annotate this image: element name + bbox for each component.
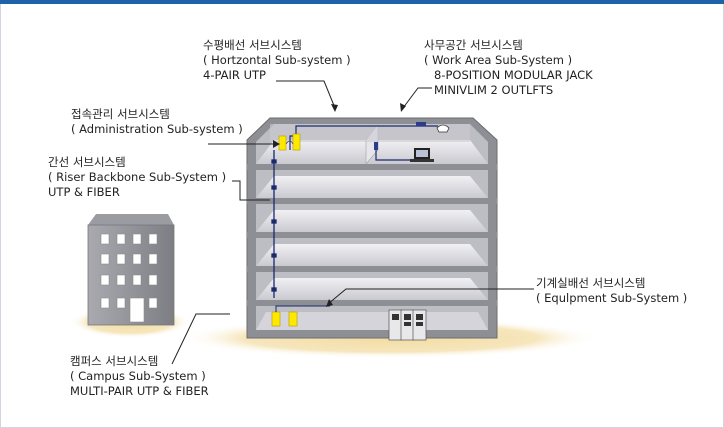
label-equipment-subsystem: 기계실배선 서브시스템 ( Equlpment Sub-System ) xyxy=(536,276,687,306)
label-campus-subsystem: 캠퍼스 서브시스템 ( Campus Sub-System ) MULTI-PA… xyxy=(70,354,209,399)
label-administration-subsystem: 접속관리 서브시스템 ( Administration Sub-system ) xyxy=(71,107,243,137)
leader-campus xyxy=(171,313,230,365)
floor-1 xyxy=(256,312,488,330)
label-horizontal-title: 수평배선 서브시스템 xyxy=(203,38,302,52)
label-work-area-title: 사무공간 서브시스템 xyxy=(424,38,523,52)
arrowheads xyxy=(273,103,406,307)
label-work-area-english: ( Work Area Sub-System ) xyxy=(424,53,573,67)
label-administration-title: 접속관리 서브시스템 xyxy=(71,107,170,121)
label-backbone-title: 간선 서브시스템 xyxy=(48,155,126,169)
label-administration-english: ( Administration Sub-system ) xyxy=(71,122,243,136)
top-floor-rooms xyxy=(270,123,470,165)
admin-panels xyxy=(278,133,301,151)
floor-4 xyxy=(256,210,488,232)
campus-building xyxy=(87,214,175,326)
label-backbone-cable: UTP & FIBER xyxy=(48,185,120,199)
label-campus-title: 캠퍼스 서브시스템 xyxy=(70,354,159,368)
label-work-area-subsystem: 사무공간 서브시스템 ( Work Area Sub-System ) 8-PO… xyxy=(424,38,593,98)
label-backbone-english: ( Riser Backbone Sub-System ) xyxy=(48,170,227,184)
leader-equipment xyxy=(327,288,534,305)
label-work-area-outlets: MINIVLIM 2 OUTLFTS xyxy=(434,83,554,97)
leader-horizontal xyxy=(276,80,336,109)
label-horizontal-english: ( Hortzontal Sub-system ) xyxy=(203,53,351,67)
top-accent-bar xyxy=(0,0,724,4)
floor-3 xyxy=(256,244,488,266)
label-equipment-english: ( Equlpment Sub-System ) xyxy=(536,291,688,305)
work-area-devices xyxy=(374,122,450,162)
riser-cable xyxy=(271,150,277,298)
label-horizontal-subsystem: 수평배선 서브시스템 ( Hortzontal Sub-system ) 4-P… xyxy=(203,38,351,83)
leader-lines xyxy=(171,80,534,365)
main-building xyxy=(246,117,498,341)
label-campus-cable: MULTI-PAIR UTP & FIBER xyxy=(70,384,209,398)
label-equipment-title: 기계실배선 서브시스템 xyxy=(536,276,646,290)
label-horizontal-cable: 4-PAIR UTP xyxy=(203,68,266,82)
floor-5 xyxy=(256,176,488,198)
leader-backbone xyxy=(232,180,270,201)
label-backbone-subsystem: 간선 서브시스템 ( Riser Backbone Sub-System ) U… xyxy=(48,155,226,200)
label-work-area-jack: 8-POSITION MODULAR JACK xyxy=(434,68,593,82)
leader-work-area xyxy=(402,87,432,109)
floor-slabs xyxy=(247,140,497,330)
equipment-room xyxy=(271,305,427,341)
label-campus-english: ( Campus Sub-System ) xyxy=(70,369,206,383)
